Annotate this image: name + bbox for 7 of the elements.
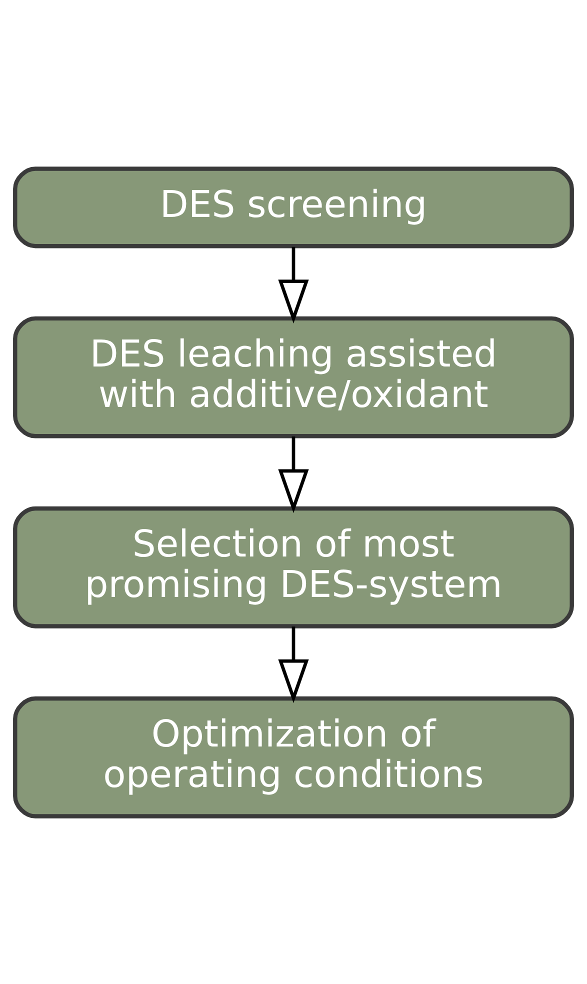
node-box: Selection of most promising DES-system: [13, 506, 574, 628]
node-box: DES screening: [13, 166, 574, 248]
arrow: [278, 436, 309, 513]
node-box: DES leaching assisted with additive/oxidant: [13, 316, 574, 438]
arrow: [278, 626, 309, 703]
arrow: [278, 246, 309, 323]
node-box: Optimization of operating conditions: [13, 696, 574, 818]
